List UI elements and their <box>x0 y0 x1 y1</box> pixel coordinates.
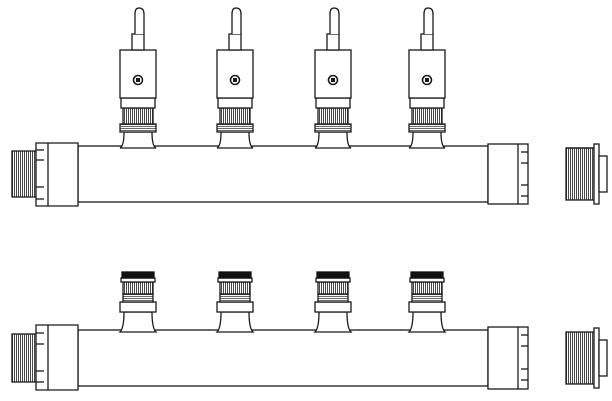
left-collar <box>35 142 79 207</box>
left-thread <box>11 333 37 383</box>
manifold-with-valves <box>11 7 608 207</box>
right-end-nut <box>487 143 529 205</box>
valve-outlet-3 <box>314 7 352 149</box>
manifold-body <box>77 329 489 387</box>
outlets-top <box>119 7 446 149</box>
valve-handle <box>329 7 340 34</box>
valve-outlet-4 <box>408 7 446 149</box>
valve-outlet-1 <box>119 7 157 149</box>
left-collar <box>35 324 79 391</box>
outlets-bottom <box>118 271 447 333</box>
plain-outlet-3 <box>313 271 353 333</box>
end-plug <box>565 143 608 205</box>
valve-handle <box>231 7 242 34</box>
plain-outlet-2 <box>215 271 255 333</box>
valve-handle <box>134 7 145 34</box>
end-plug <box>565 327 608 389</box>
plain-outlet-4 <box>407 271 447 333</box>
left-thread <box>11 150 37 198</box>
valve-outlet-2 <box>216 7 254 149</box>
valve-handle <box>423 7 434 34</box>
manifold-plain <box>11 271 608 391</box>
right-end-nut <box>487 326 529 390</box>
manifold-body <box>77 145 489 203</box>
plain-outlet-1 <box>118 271 158 333</box>
